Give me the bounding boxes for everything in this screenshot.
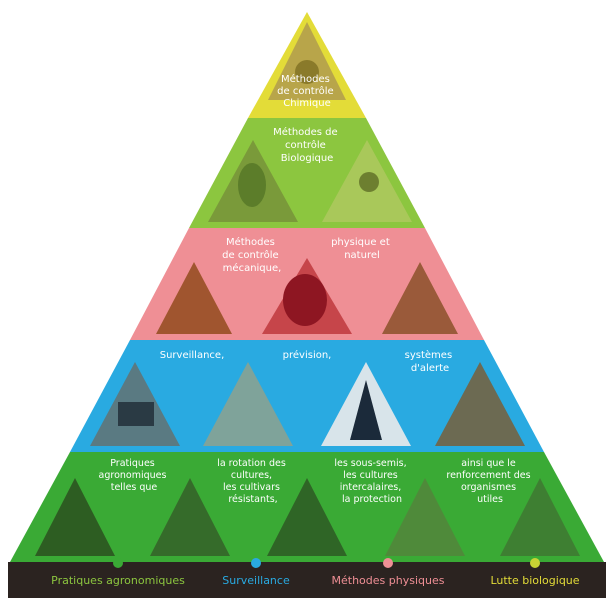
tier-surveillance-label-2: prévision, (283, 349, 332, 361)
physical-photo-triangle-right (382, 262, 458, 334)
physical-photo-triangle-left (156, 262, 232, 334)
tier-agronomic-label-line: intercalaires, (340, 482, 402, 493)
agronomic-photo-triangle-4 (385, 478, 465, 556)
surveillance-photo-trap (350, 380, 382, 440)
tier-chemical-label: Méthodes de contrôle Chimique (277, 73, 337, 109)
legend: Pratiques agronomiques Surveillance Méth… (8, 558, 606, 598)
legend-dot-surveillance (251, 558, 261, 568)
surveillance-photo-triangle-4 (435, 362, 525, 446)
physical-photo-red-object (283, 274, 327, 326)
tier-surveillance-band (70, 340, 544, 452)
tier-agronomic-label-line: les cultivars (223, 482, 280, 493)
tier-physical-label-line: naturel (344, 250, 380, 261)
tier-biological-label: Méthodes de contrôle Biologique (273, 126, 341, 164)
tier-surveillance-label-line: systèmes (405, 349, 453, 361)
agronomic-photo-triangle-1 (35, 478, 115, 556)
legend-label-biologique: Lutte biologique (490, 574, 579, 587)
tier-agronomic-label-line: résistants, (228, 494, 277, 505)
tier-chemical-label-line: Méthodes (281, 73, 330, 85)
tier-biological-label-line: contrôle (285, 139, 326, 151)
tier-surveillance-label-line: prévision, (283, 349, 332, 361)
legend-dot-physiques (383, 558, 393, 568)
tier-surveillance-label-line: Surveillance, (160, 350, 225, 361)
tier-biological-label-line: Biologique (281, 153, 334, 164)
tier-chemical-label-line: Chimique (283, 98, 330, 109)
tier-surveillance: Surveillance, prévision, systèmes d'aler… (70, 340, 544, 452)
legend-label-pratiques: Pratiques agronomiques (51, 574, 185, 587)
tier-physical-label-line: de contrôle (222, 249, 279, 261)
tier-surveillance-label-3: systèmes d'alerte (405, 349, 456, 374)
tier-physical-label-1: Méthodes de contrôle mécanique, (222, 236, 282, 274)
tier-agronomic-label-line: les cultures (343, 470, 398, 481)
tier-agronomic: Pratiques agronomiques telles que la rot… (10, 452, 604, 562)
tier-agronomic-label-line: utiles (477, 494, 503, 505)
tier-agronomic-label-line: cultures, (231, 470, 272, 481)
agronomic-photo-triangle-5 (500, 478, 580, 556)
tier-agronomic-label-line: organismes (461, 482, 516, 493)
tier-biological-label-line: Méthodes de (273, 126, 338, 138)
tier-agronomic-label-line: la rotation des (217, 458, 286, 469)
tier-agronomic-label-line: les sous-semis, (334, 458, 406, 469)
legend-dot-biologique (530, 558, 540, 568)
tier-agronomic-label-line: renforcement des (446, 470, 530, 481)
tier-agronomic-label-line: telles que (111, 482, 158, 493)
agronomic-photo-triangle-3 (267, 478, 347, 556)
tier-agronomic-label-4: ainsi que le renforcement des organismes… (446, 458, 533, 505)
biological-photo-insect (238, 163, 266, 207)
tier-physical: Méthodes de contrôle mécanique, physique… (130, 228, 484, 340)
legend-label-surveillance: Surveillance (222, 574, 290, 587)
tier-biological: Méthodes de contrôle Biologique (189, 118, 425, 228)
tier-agronomic-label-line: la protection (342, 494, 402, 505)
tier-agronomic-label-line: Pratiques (110, 458, 155, 469)
surveillance-photo-screen (118, 402, 154, 426)
tier-physical-label-line: mécanique, (223, 262, 282, 274)
legend-label-physiques: Méthodes physiques (332, 574, 445, 587)
tier-surveillance-label-line: d'alerte (411, 363, 449, 374)
tier-agronomic-label-3: les sous-semis, les cultures intercalair… (334, 458, 409, 505)
tier-agronomic-label-line: agronomiques (99, 470, 167, 481)
legend-dot-pratiques (113, 558, 123, 568)
tier-physical-label-2: physique et naturel (331, 237, 393, 261)
tier-agronomic-label-line: ainsi que le (461, 458, 516, 469)
surveillance-photo-triangle-2 (203, 362, 293, 446)
tier-chemical-label-line: de contrôle (277, 85, 334, 97)
tier-agronomic-label-1: Pratiques agronomiques telles que (99, 458, 170, 493)
tier-surveillance-label-1: Surveillance, (160, 350, 225, 361)
agronomic-photo-triangle-2 (150, 478, 230, 556)
biological-photo-beetle (359, 172, 379, 192)
legend-bar (8, 562, 606, 598)
tier-agronomic-label-2: la rotation des cultures, les cultivars … (217, 458, 289, 505)
tier-physical-label-line: physique et (331, 237, 390, 248)
chemical-photo-detail (295, 60, 319, 84)
tier-physical-label-line: Méthodes (226, 236, 275, 248)
tier-chemical: Méthodes de contrôle Chimique (248, 12, 366, 118)
